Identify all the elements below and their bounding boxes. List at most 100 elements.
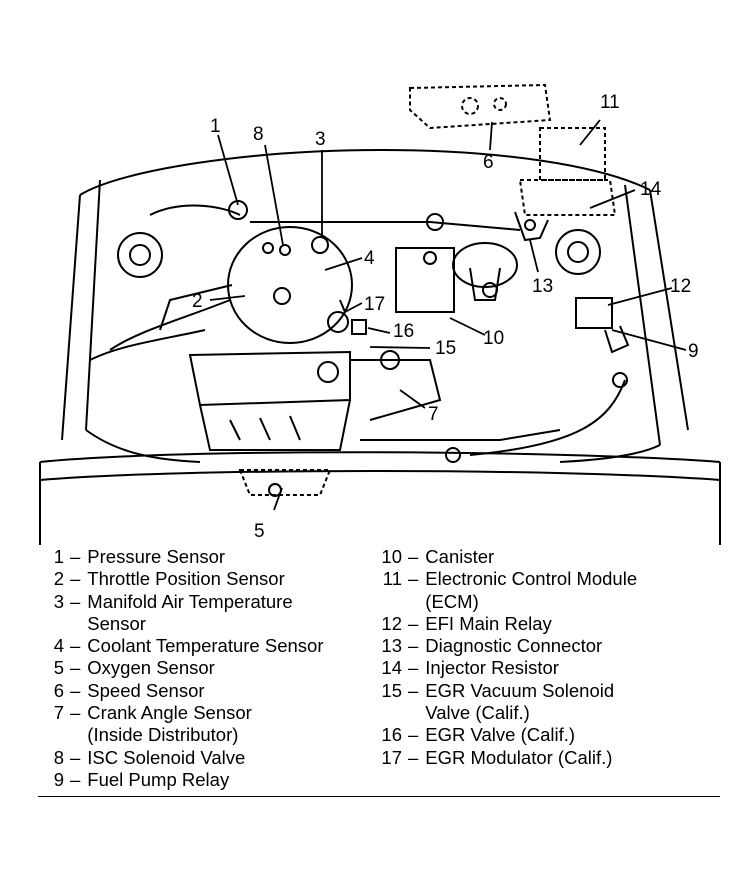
relay-box	[575, 297, 630, 354]
legend-separator: –	[408, 546, 419, 567]
legend-number: 9	[53, 768, 64, 790]
legend-number: 17	[381, 746, 402, 768]
legend-item-crank-angle-sensor: 7 – Crank Angle Sensor(Inside Distributo…	[52, 702, 382, 747]
callout-7: 7	[428, 404, 439, 425]
legend-separator: –	[70, 568, 81, 590]
callout-8: 8	[253, 124, 264, 145]
speed-sensor-housing	[409, 83, 552, 130]
legend-label: Pressure Sensor	[87, 546, 226, 567]
legend-item-coolant-temperature-sensor: 4 – Coolant Temperature Sensor	[52, 635, 382, 657]
legend-number: 2	[53, 568, 64, 590]
legend-number: 11	[382, 568, 402, 590]
legend-label: Coolant Temperature Sensor	[87, 635, 324, 657]
legend-separator: –	[70, 702, 81, 724]
legend-item-speed-sensor: 6 – Speed Sensor	[52, 680, 382, 702]
legend-separator: –	[408, 657, 419, 679]
legend-separator: –	[70, 657, 81, 679]
legend-number: 14	[381, 657, 402, 679]
callout-16: 16	[393, 321, 414, 342]
legend-label: EGR Modulator (Calif.)	[425, 746, 613, 768]
callout-10: 10	[483, 328, 504, 349]
legend-number: 6	[53, 679, 64, 701]
legend-label: Diagnostic Connector	[425, 635, 603, 657]
legend-number: 5	[53, 657, 64, 679]
callout-1: 1	[210, 116, 221, 137]
callout-labels: 1 8 3 4 2 5 6 7 11 14 12 9 13 10 15 16 1…	[192, 92, 699, 542]
legend-separator: –	[408, 679, 419, 701]
legend-separator: –	[70, 679, 81, 701]
legend-separator: –	[70, 746, 81, 768]
callout-4: 4	[364, 248, 375, 269]
ground-cable	[469, 379, 626, 456]
firewall-cable	[250, 221, 521, 231]
legend-separator: –	[408, 724, 419, 746]
oxygen-sensor-shape	[238, 469, 332, 497]
diagnostic-connector-shape	[514, 211, 549, 242]
legend-label: ISC Solenoid Valve	[87, 746, 246, 768]
legend-item-canister: 10 – Canister	[380, 546, 720, 568]
legend-label: Throttle Position Sensor	[87, 568, 285, 590]
legend-item-throttle-position-sensor: 2 – Throttle Position Sensor	[52, 568, 382, 590]
legend-item-injector-resistor: 14 – Injector Resistor	[380, 657, 720, 679]
engine-compartment-diagram: 1 8 3 4 2 5 6 7 11 14 12 9 13 10 15 16 1…	[39, 83, 721, 545]
legend-number: 7	[53, 702, 64, 724]
callout-3: 3	[315, 129, 326, 150]
legend-number: 3	[53, 590, 64, 612]
legend-separator: –	[408, 746, 419, 768]
legend-separator: –	[408, 635, 419, 657]
legend-number: 1	[53, 546, 64, 567]
callout-14: 14	[640, 179, 662, 200]
legend-label: Injector Resistor	[425, 657, 559, 679]
legend-separator: –	[70, 768, 81, 790]
reservoir-shape	[452, 242, 518, 301]
callout-6: 6	[483, 152, 494, 173]
engine-block	[188, 350, 561, 463]
air-cleaner	[89, 200, 353, 361]
legend-right-column: 10 – Canister 11 – Electronic Control Mo…	[380, 546, 720, 769]
ecm-outline	[518, 127, 617, 216]
legend-separator: –	[70, 635, 81, 657]
canister-shape	[395, 247, 455, 313]
legend-number: 15	[381, 679, 402, 701]
legend-separator: –	[70, 590, 81, 612]
legend-item-isc-solenoid-valve: 8 – ISC Solenoid Valve	[52, 747, 382, 769]
legend-separator: –	[408, 612, 419, 634]
legend-label: Oxygen Sensor	[87, 657, 215, 679]
legend-item-oxygen-sensor: 5 – Oxygen Sensor	[52, 657, 382, 679]
legend-item-efi-main-relay: 12 – EFI Main Relay	[380, 613, 720, 635]
legend-item-egr-valve: 16 – EGR Valve (Calif.)	[380, 724, 720, 746]
callout-9: 9	[688, 341, 699, 362]
callout-11: 11	[600, 92, 620, 113]
legend-label: Canister	[425, 546, 495, 567]
legend-number: 13	[381, 635, 402, 657]
legend-item-fuel-pump-relay: 9 – Fuel Pump Relay	[52, 769, 382, 791]
callout-5: 5	[254, 521, 265, 542]
legend-separator: –	[70, 546, 81, 567]
legend-item-diagnostic-connector: 13 – Diagnostic Connector	[380, 635, 720, 657]
callout-2: 2	[192, 291, 203, 312]
legend-label: Crank Angle Sensor(Inside Distributor)	[87, 702, 252, 746]
body-outline	[39, 148, 721, 545]
legend-number: 12	[381, 612, 402, 634]
legend-item-egr-modulator: 17 – EGR Modulator (Calif.)	[380, 747, 720, 769]
legend-label: Electronic Control Module(ECM)	[425, 568, 638, 612]
egr-components	[327, 299, 367, 335]
legend-label: Speed Sensor	[87, 679, 205, 701]
legend-number: 16	[381, 724, 402, 746]
callout-17: 17	[364, 294, 385, 315]
legend-item-pressure-sensor: 1 – Pressure Sensor	[52, 546, 382, 568]
legend-label: Fuel Pump Relay	[87, 768, 230, 790]
callout-13: 13	[532, 276, 553, 297]
legend-number: 10	[381, 546, 402, 567]
legend-item-electronic-control-module: 11 – Electronic Control Module(ECM)	[380, 568, 720, 613]
bottom-divider	[38, 796, 720, 797]
strut-tower-right	[555, 229, 601, 275]
callout-12: 12	[670, 276, 691, 297]
callout-15: 15	[435, 338, 456, 359]
legend-number: 4	[53, 635, 64, 657]
callout-leaders	[209, 119, 687, 511]
legend-separator: –	[408, 568, 419, 590]
